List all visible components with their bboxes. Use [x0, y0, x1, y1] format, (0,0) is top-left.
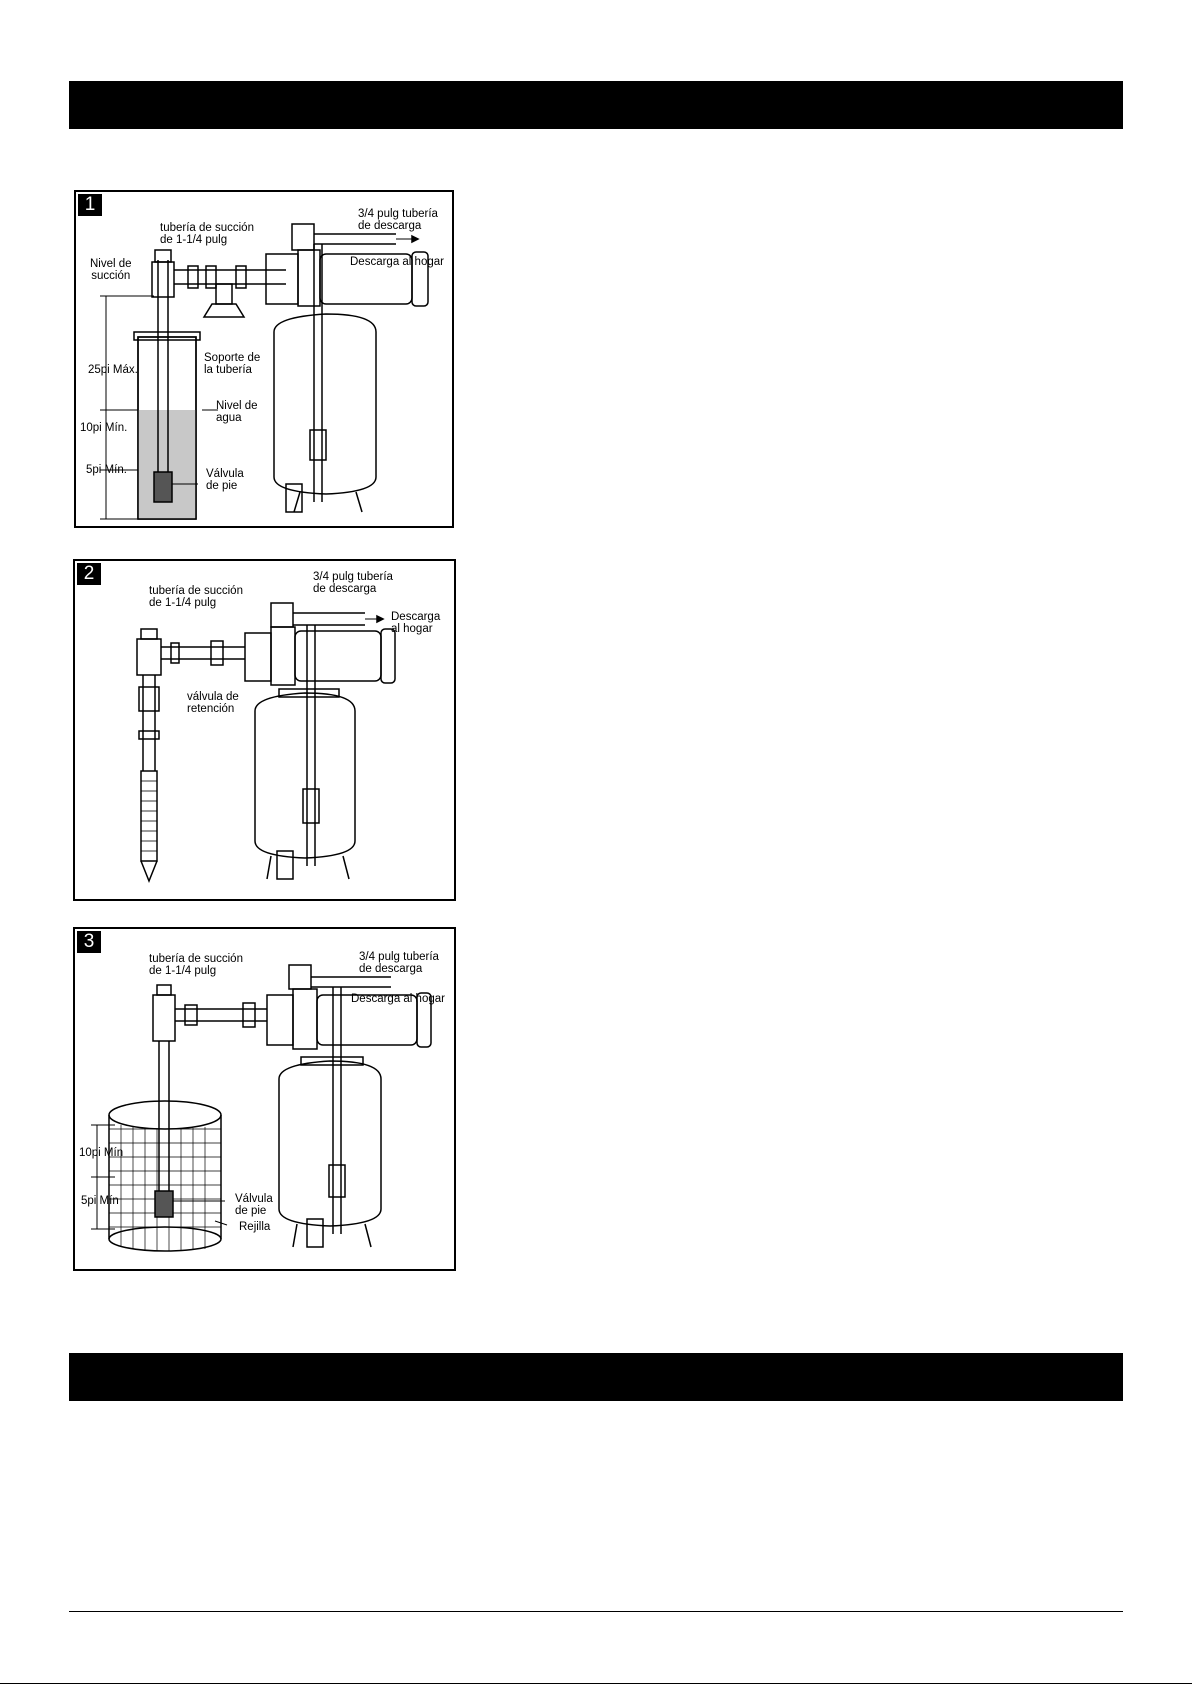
section-header-bar-top	[69, 81, 1123, 129]
label-suction-level: Nivel de succión	[90, 258, 132, 282]
label-discharge-home: Descarga al hogar	[391, 611, 441, 635]
section-header-bar-bottom	[69, 1353, 1123, 1401]
figure-1-drawing	[100, 223, 429, 520]
label-water-level: Nivel de agua	[216, 400, 258, 424]
label-discharge-pipe: 3/4 pulg tubería de descarga	[359, 951, 439, 975]
label-suction-pipe: tubería de succión de 1-1/4 pulg	[160, 222, 254, 246]
label-foot-valve: Válvula de pie	[206, 468, 244, 492]
label-min-5: 5pi Mín	[81, 1195, 119, 1207]
figure-number: 2	[77, 563, 101, 585]
figure-1-shallow-well: 1	[74, 190, 454, 528]
label-suction-pipe: tubería de succión de 1-1/4 pulg	[149, 953, 243, 977]
label-max-depth: 25pi Máx.	[88, 364, 138, 376]
label-discharge-home: Descarga al hogar	[350, 256, 444, 268]
label-discharge-pipe: 3/4 pulg tubería de descarga	[313, 571, 393, 595]
figure-3-drawing	[91, 964, 432, 1252]
label-foot-valve: Válvula de pie	[235, 1193, 273, 1217]
label-discharge-home: Descarga al hogar	[351, 993, 445, 1005]
label-check-valve: válvula de retención	[187, 691, 239, 715]
footer-rule	[69, 1611, 1123, 1612]
figure-3-cistern: 3	[73, 927, 456, 1271]
label-screen: Rejilla	[239, 1221, 271, 1233]
figure-number: 1	[78, 194, 102, 216]
label-suction-pipe: tubería de succión de 1-1/4 pulg	[149, 585, 243, 609]
label-min-5: 5pi Mín.	[86, 464, 127, 476]
label-min-10: 10pi Mín.	[80, 422, 128, 434]
figure-2-drawing	[136, 602, 396, 884]
label-pipe-support: Soporte de la tubería	[204, 352, 261, 376]
label-min-10: 10pi Mín	[79, 1147, 124, 1159]
figure-2-driven-well: 2	[73, 559, 456, 901]
label-discharge-pipe: 3/4 pulg tubería de descarga	[358, 208, 438, 232]
figure-number: 3	[77, 931, 101, 953]
page-bottom-rule	[0, 1683, 1192, 1684]
